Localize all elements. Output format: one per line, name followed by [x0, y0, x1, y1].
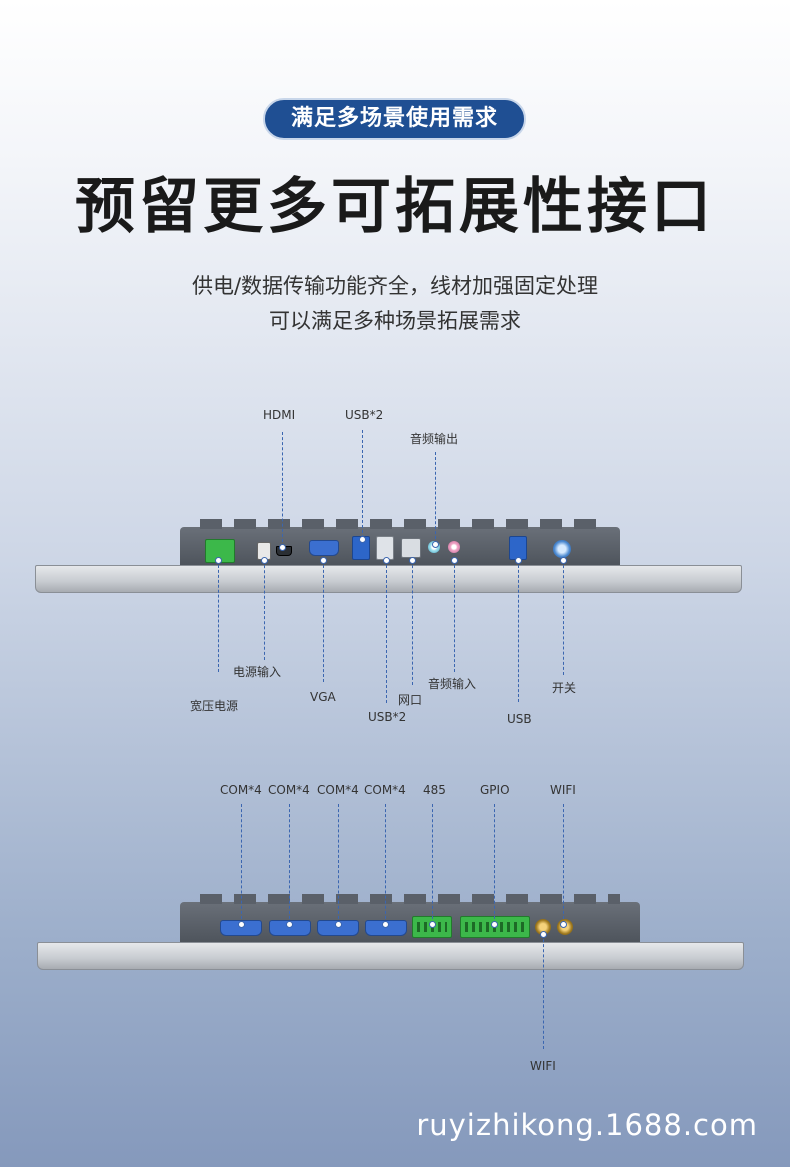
gpio-leader — [494, 804, 495, 924]
device-rail — [35, 565, 742, 593]
wifi-antenna-1 — [535, 919, 551, 935]
com1-leader — [241, 804, 242, 924]
rs485-leader — [432, 804, 433, 924]
label-usb: USB — [507, 712, 532, 726]
device-rail — [37, 942, 744, 970]
label-audio-in: 音频输入 — [428, 677, 477, 691]
label-com1: COM*4 — [220, 783, 262, 797]
page-title: 预留更多可拓展性接口 — [75, 172, 715, 242]
label-com2: COM*4 — [268, 783, 310, 797]
com1-dot — [238, 921, 245, 928]
wifi-top-leader — [563, 804, 564, 924]
com2-dot — [286, 921, 293, 928]
label-lan: 网口 — [398, 693, 423, 707]
label-hdmi: HDMI — [263, 408, 296, 422]
audio-in-jack — [448, 541, 460, 553]
label-usb2-top: USB*2 — [345, 408, 384, 422]
wifi-bottom-leader — [543, 934, 544, 1049]
com3-leader — [338, 804, 339, 924]
audio-in-leader — [454, 560, 455, 672]
com-port-2 — [269, 920, 311, 936]
usb-leader — [518, 560, 519, 702]
vga-leader — [323, 560, 324, 682]
device-body — [180, 519, 620, 567]
watermark: ruyizhikong.1688.com — [416, 1108, 758, 1142]
usb2-bottom-dot — [383, 557, 390, 564]
lan-leader — [412, 560, 413, 685]
label-switch: 开关 — [552, 681, 577, 695]
label-wifi-bottom: WIFI — [530, 1059, 556, 1073]
com3-dot — [335, 921, 342, 928]
com-port-4 — [365, 920, 407, 936]
wide-power-leader — [218, 560, 219, 672]
hdmi-dot — [279, 544, 286, 551]
gpio-dot — [491, 921, 498, 928]
switch-dot — [560, 557, 567, 564]
lan-port — [401, 538, 421, 558]
switch-leader — [563, 560, 564, 675]
hdmi-leader — [282, 432, 283, 547]
usb2-top-dot — [359, 536, 366, 543]
label-gpio: GPIO — [480, 783, 510, 797]
com2-leader — [289, 804, 290, 924]
label-485: 485 — [423, 783, 446, 797]
heat-fins — [200, 894, 620, 904]
lan-dot — [409, 557, 416, 564]
label-audio-out: 音频输出 — [410, 432, 459, 446]
label-wifi-top: WIFI — [550, 783, 576, 797]
heat-fins — [200, 519, 600, 529]
scenario-badge: 满足多场景使用需求 — [263, 98, 526, 140]
device-panel-1 — [35, 515, 742, 595]
label-usb2-bottom: USB*2 — [368, 710, 407, 724]
audio-out-leader — [435, 452, 436, 544]
usb2-bottom-leader — [386, 560, 387, 703]
usb-dot — [515, 557, 522, 564]
wifi-bottom-dot — [540, 931, 547, 938]
com4-dot — [382, 921, 389, 928]
device-panel-2 — [37, 892, 744, 972]
usb2-top-leader — [362, 430, 363, 538]
audio-out-dot — [432, 541, 439, 548]
power-in-dot — [261, 557, 268, 564]
vga-dot — [320, 557, 327, 564]
wide-power-dot — [215, 557, 222, 564]
subtitle-line-2: 可以满足多种场景拓展需求 — [269, 309, 521, 333]
subtitle-line-1: 供电/数据传输功能齐全，线材加强固定处理 — [191, 274, 599, 298]
rs485-dot — [429, 921, 436, 928]
label-com4: COM*4 — [364, 783, 406, 797]
com4-leader — [385, 804, 386, 924]
vga-port — [309, 540, 339, 556]
power-in-leader — [264, 560, 265, 660]
wifi-top-dot — [560, 921, 567, 928]
label-power-in: 电源输入 — [233, 665, 282, 679]
power-switch[interactable] — [553, 540, 571, 558]
audio-in-dot — [451, 557, 458, 564]
label-wide-power: 宽压电源 — [190, 699, 239, 713]
label-com3: COM*4 — [317, 783, 359, 797]
label-vga: VGA — [310, 690, 336, 704]
